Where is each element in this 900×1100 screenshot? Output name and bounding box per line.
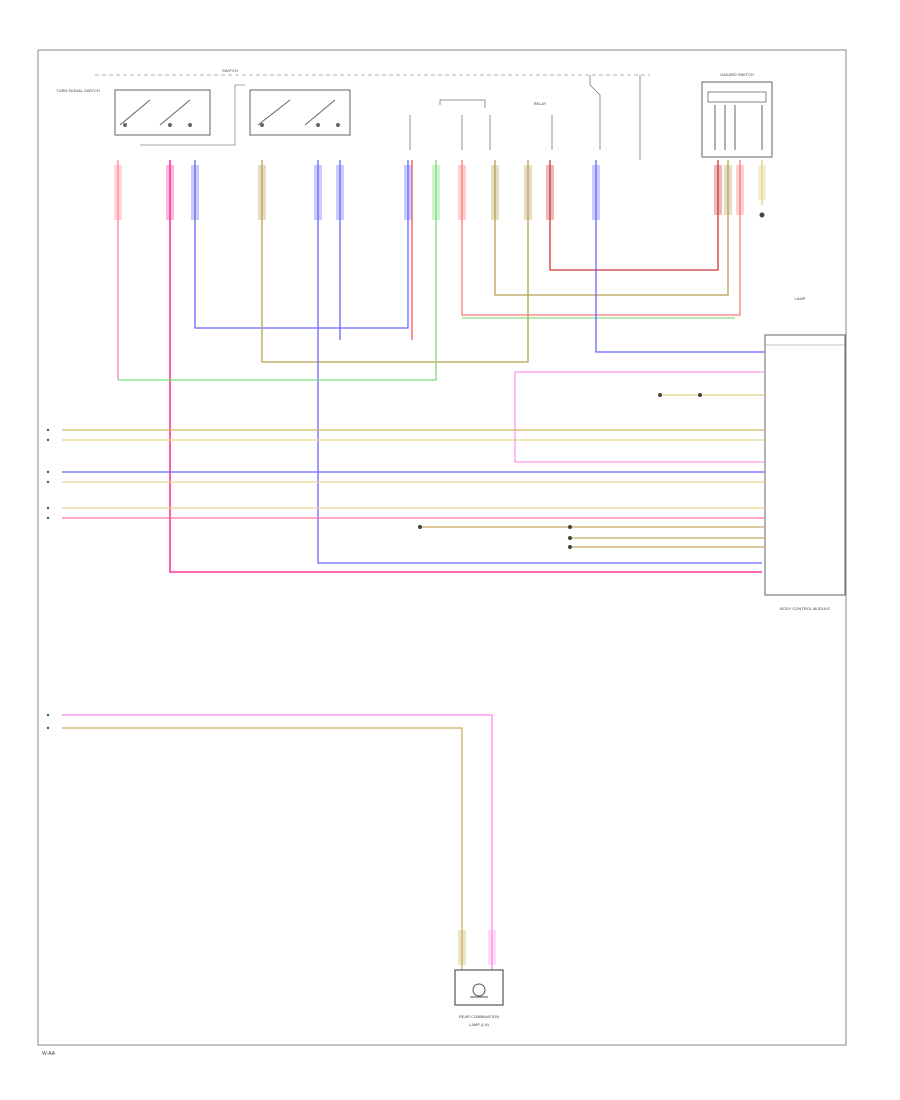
wire-blue-1 [194,160,409,329]
switch-b-label: SWITCH [222,68,238,73]
wire-lightpink-1 [514,371,765,463]
wire-tags [114,165,766,965]
wire-lightpink-2 [62,714,493,970]
hazard-switch-label: HAZARD SWITCH [720,72,753,77]
wire-blue-2 [317,160,762,564]
lamp-label: LAMP [795,296,806,301]
switch-a [114,89,211,136]
wire-darkred-1 [549,160,719,271]
wire-blue-4 [595,160,765,353]
page-code: W-AA [42,1051,56,1057]
wire-green-1 [118,160,437,381]
bcm-label: BODY CONTROL MODULE [780,606,830,611]
wire-red-2 [461,160,741,316]
switch-b [249,89,351,136]
bottom-lamp-label-2: LAMP (LH) [469,1022,489,1027]
relay-drops [409,75,641,160]
body-control-module [764,334,846,596]
relay-label: RELAY [534,101,547,106]
hazard-switch [701,81,773,158]
wire-olive-2 [494,160,729,296]
diagram-frame [37,49,847,1046]
left-bus-markers [46,428,50,730]
rear-combination-lamp [454,969,504,1006]
switch-a-label: TURN SIGNAL SWITCH [56,88,100,93]
splice-dots [418,212,765,549]
bottom-lamp-label-1: REAR COMBINATION [459,1014,499,1019]
wire-olive-1 [261,160,529,363]
wire-olive-5 [62,727,463,970]
wire-magenta-1 [169,160,762,573]
switch-bracket [140,84,245,146]
